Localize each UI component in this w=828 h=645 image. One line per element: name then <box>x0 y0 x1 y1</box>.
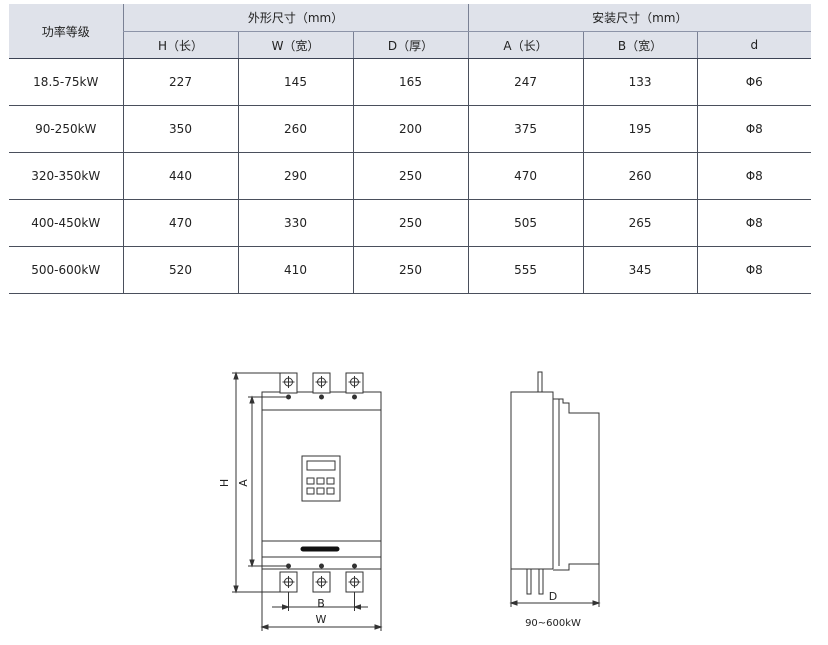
col-header-a: A（长） <box>467 31 584 59</box>
dimension-a <box>248 395 287 568</box>
keypad-key <box>326 477 335 485</box>
table-row: 400-450kW 470 330 250 505 265 Φ8 <box>9 199 812 247</box>
label-b: B <box>317 597 325 610</box>
table-cell: 165 <box>352 58 469 106</box>
side-body-front <box>510 391 554 570</box>
mounting-dimensions-header: 安装尺寸（mm） <box>467 4 812 32</box>
side-view <box>509 371 601 607</box>
table-row: 320-350kW 440 290 250 470 260 Φ8 <box>9 152 812 200</box>
side-body-back <box>553 398 600 571</box>
label-h: H <box>218 479 231 487</box>
table-cell: 145 <box>237 58 353 106</box>
table-cell: 520 <box>122 246 238 294</box>
label-a: A <box>237 479 250 487</box>
table-cell: 265 <box>582 199 698 247</box>
table-cell: 470 <box>467 152 584 200</box>
table-cell: 195 <box>582 105 698 153</box>
table-cell: Φ8 <box>696 199 812 247</box>
col-header-d: D（厚） <box>352 31 469 59</box>
dimension-b <box>272 592 368 611</box>
table-cell: 260 <box>582 152 698 200</box>
power-rating-cell: 400-450kW <box>9 199 123 247</box>
col-header-w: W（宽） <box>237 31 353 59</box>
keypad-key <box>326 487 335 495</box>
power-rating-cell: 500-600kW <box>9 246 123 294</box>
keypad-key <box>306 477 315 485</box>
bottom-terminals <box>279 563 364 593</box>
dimension-h <box>232 371 280 594</box>
table-cell: Φ8 <box>696 246 812 294</box>
keypad-display <box>306 460 336 471</box>
table-cell: 330 <box>237 199 353 247</box>
table-cell: 200 <box>352 105 469 153</box>
table-cell: 375 <box>467 105 584 153</box>
table-cell: 440 <box>122 152 238 200</box>
table-cell: 227 <box>122 58 238 106</box>
power-rating-cell: 18.5-75kW <box>9 58 123 106</box>
table-row: 18.5-75kW 227 145 165 247 133 Φ6 <box>9 58 812 106</box>
table-row: 90-250kW 350 260 200 375 195 Φ8 <box>9 105 812 153</box>
col-header-hole-d: d <box>696 31 812 59</box>
keypad-key <box>316 477 325 485</box>
table-cell: 345 <box>582 246 698 294</box>
top-terminals <box>279 372 364 400</box>
power-rating-header: 功率等级 <box>9 4 123 59</box>
label-d: D <box>549 590 557 603</box>
vent-slot <box>300 546 340 552</box>
table-cell: 250 <box>352 246 469 294</box>
table-cell: 250 <box>352 152 469 200</box>
power-rating-cell: 320-350kW <box>9 152 123 200</box>
keypad-key <box>316 487 325 495</box>
drawing-caption: 90~600kW <box>525 618 581 629</box>
side-bottom-terminal <box>526 568 532 595</box>
col-header-h: H（长） <box>122 31 238 59</box>
power-rating-cell: 90-250kW <box>9 105 123 153</box>
dimension-d <box>509 564 601 607</box>
dimension-table: 功率等级 外形尺寸（mm） 安装尺寸（mm） H（长） W（宽） D（厚） A（… <box>9 4 812 294</box>
table-row: 500-600kW 520 410 250 555 345 Φ8 <box>9 246 812 294</box>
table-cell: 555 <box>467 246 584 294</box>
dimension-w <box>260 569 383 631</box>
table-cell: 470 <box>122 199 238 247</box>
table-cell: 247 <box>467 58 584 106</box>
keypad-key <box>306 487 315 495</box>
table-cell: 290 <box>237 152 353 200</box>
outline-dimensions-header: 外形尺寸（mm） <box>122 4 469 32</box>
table-cell: 505 <box>467 199 584 247</box>
table-cell: 350 <box>122 105 238 153</box>
table-cell: 260 <box>237 105 353 153</box>
table-cell: Φ8 <box>696 152 812 200</box>
table-cell: 250 <box>352 199 469 247</box>
table-cell: 410 <box>237 246 353 294</box>
label-w: W <box>316 613 327 626</box>
table-cell: 133 <box>582 58 698 106</box>
table-cell: Φ8 <box>696 105 812 153</box>
side-top-terminal <box>537 371 543 393</box>
front-view <box>232 371 383 631</box>
table-cell: Φ6 <box>696 58 812 106</box>
col-header-b: B（宽） <box>582 31 698 59</box>
